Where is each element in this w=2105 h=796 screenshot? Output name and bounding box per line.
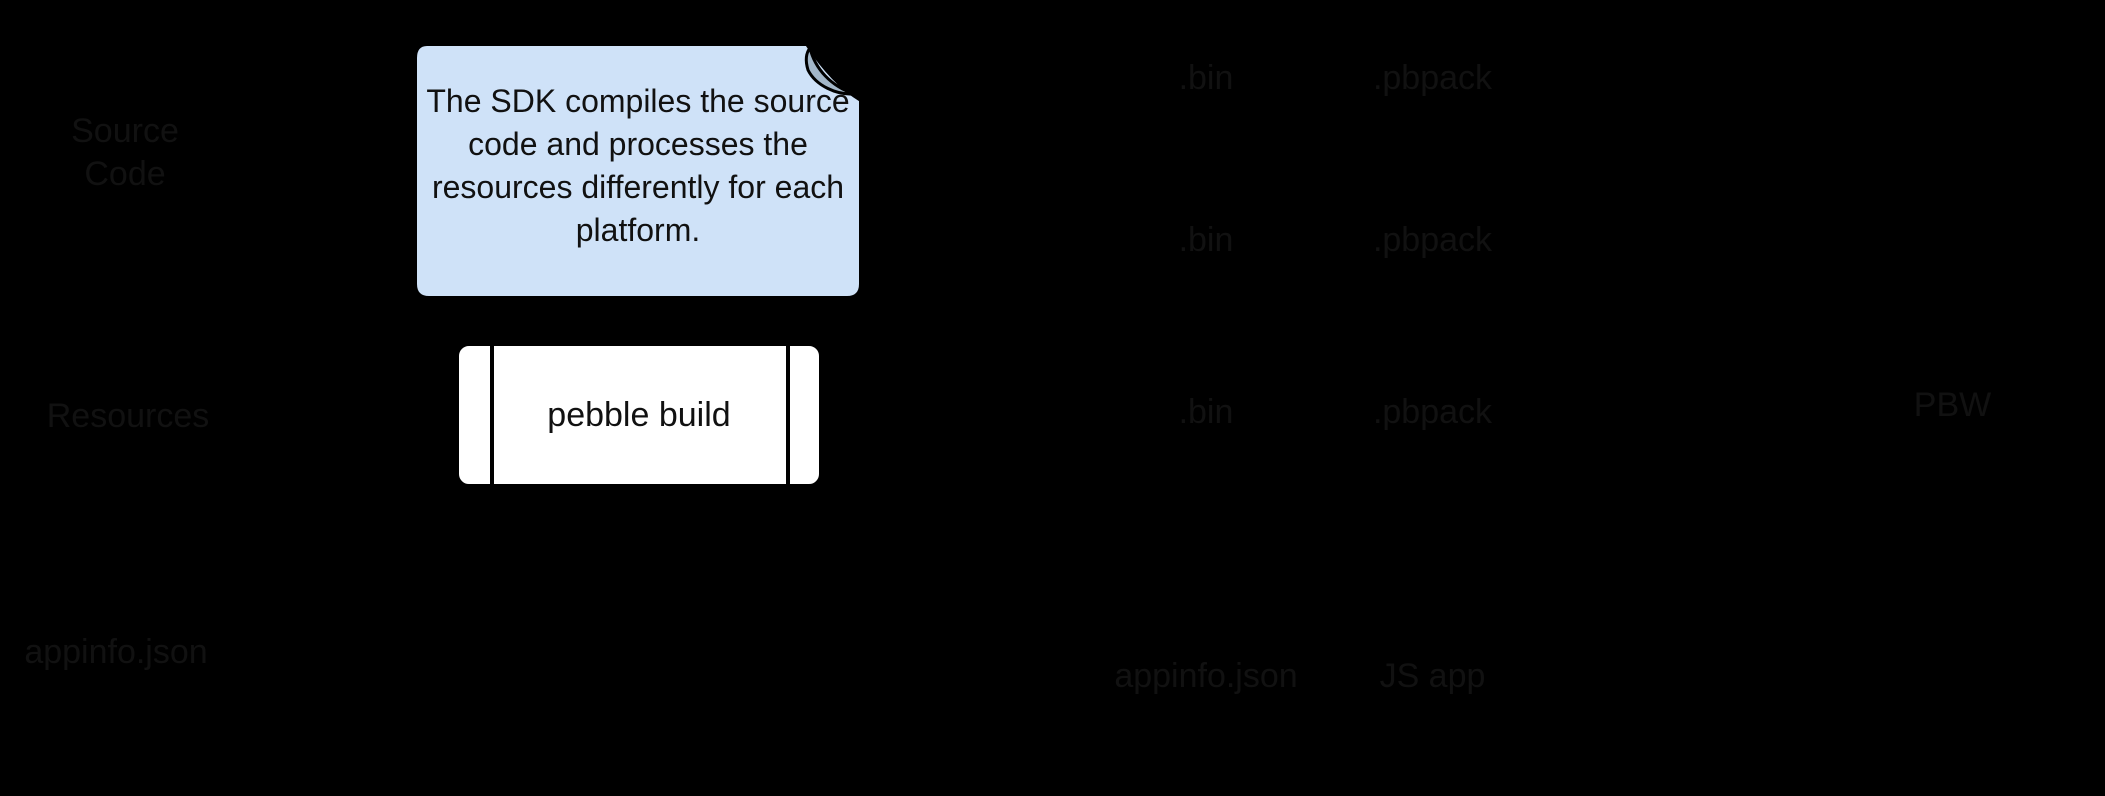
document-shape — [1324, 196, 1541, 290]
document-front-sheet: Resources — [29, 334, 227, 524]
pebble-build-process: pebble build — [455, 342, 823, 488]
note-folded-corner-icon — [804, 46, 856, 96]
document-shape — [1324, 368, 1541, 462]
resources-doc-stack: Resources — [5, 304, 227, 525]
document-shape — [7, 568, 225, 741]
platform3-bin-doc: .bin — [1095, 367, 1317, 467]
sdk-note: The SDK compiles the source code and pro… — [413, 42, 863, 300]
platform2-bin-doc: .bin — [1095, 195, 1317, 295]
document-shape — [1807, 284, 2098, 540]
document-shape — [1097, 608, 1315, 748]
platform1-bin-doc: .bin — [1095, 33, 1317, 133]
document-shape — [1324, 608, 1541, 748]
document-shape — [1097, 34, 1315, 128]
document-front-sheet: Source Code — [23, 72, 227, 263]
note-body — [413, 42, 863, 300]
appinfo-json-doc: appinfo.json — [5, 567, 227, 747]
note-shape — [413, 42, 863, 300]
document-shape — [25, 73, 225, 256]
pbw-doc: PBW — [1805, 282, 2100, 550]
platform2-pbpack-doc: .pbpack — [1322, 195, 1543, 295]
js-app-doc: JS app — [1322, 607, 1543, 753]
document-shape — [1324, 34, 1541, 128]
source-code-doc-stack: Source Code — [4, 42, 228, 264]
process-shape — [455, 342, 823, 488]
process-rect — [455, 342, 823, 488]
platform1-pbpack-doc: .pbpack — [1322, 33, 1543, 133]
document-shape — [30, 335, 226, 517]
platform3-pbpack-doc: .pbpack — [1322, 367, 1543, 467]
output-appinfo-json-doc: appinfo.json — [1095, 607, 1317, 753]
document-shape — [1097, 368, 1315, 462]
document-shape — [1097, 196, 1315, 290]
